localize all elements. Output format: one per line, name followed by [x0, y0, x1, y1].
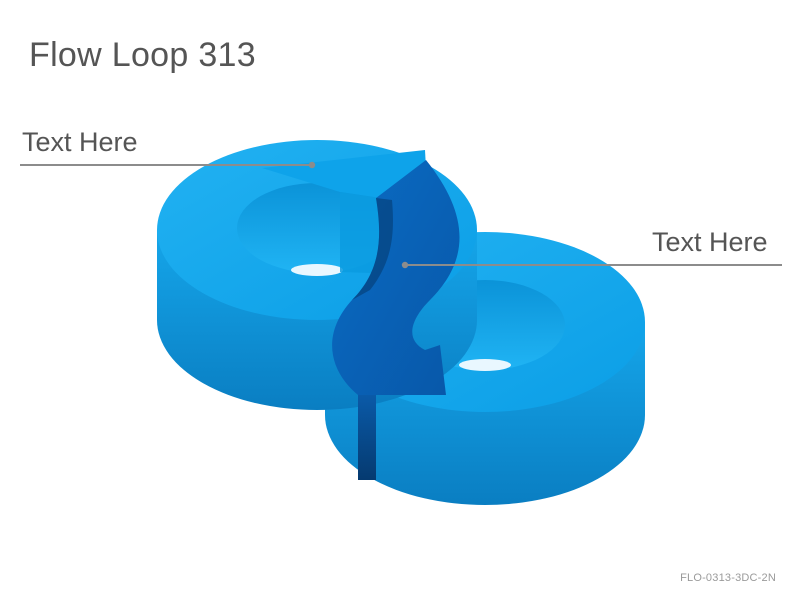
leader-line-2 [401, 261, 782, 269]
flow-arrow [332, 160, 460, 480]
leader-dot-1 [308, 161, 316, 169]
flow-arrow-band [332, 160, 460, 395]
page-title: Flow Loop 313 [29, 36, 256, 74]
footer-code: FLO-0313-3DC-2N [680, 572, 776, 584]
leader-line-1 [20, 161, 316, 169]
ring-right-hole-bottom [459, 359, 511, 371]
callout-label-1: Text Here [22, 127, 138, 157]
callout-label-2: Text Here [652, 227, 768, 257]
flow-arrow-inner-shadow [352, 198, 393, 300]
leader-dot-2 [401, 261, 409, 269]
ring-left-hole-bottom [291, 264, 343, 276]
flow-arrow-side [358, 395, 376, 480]
